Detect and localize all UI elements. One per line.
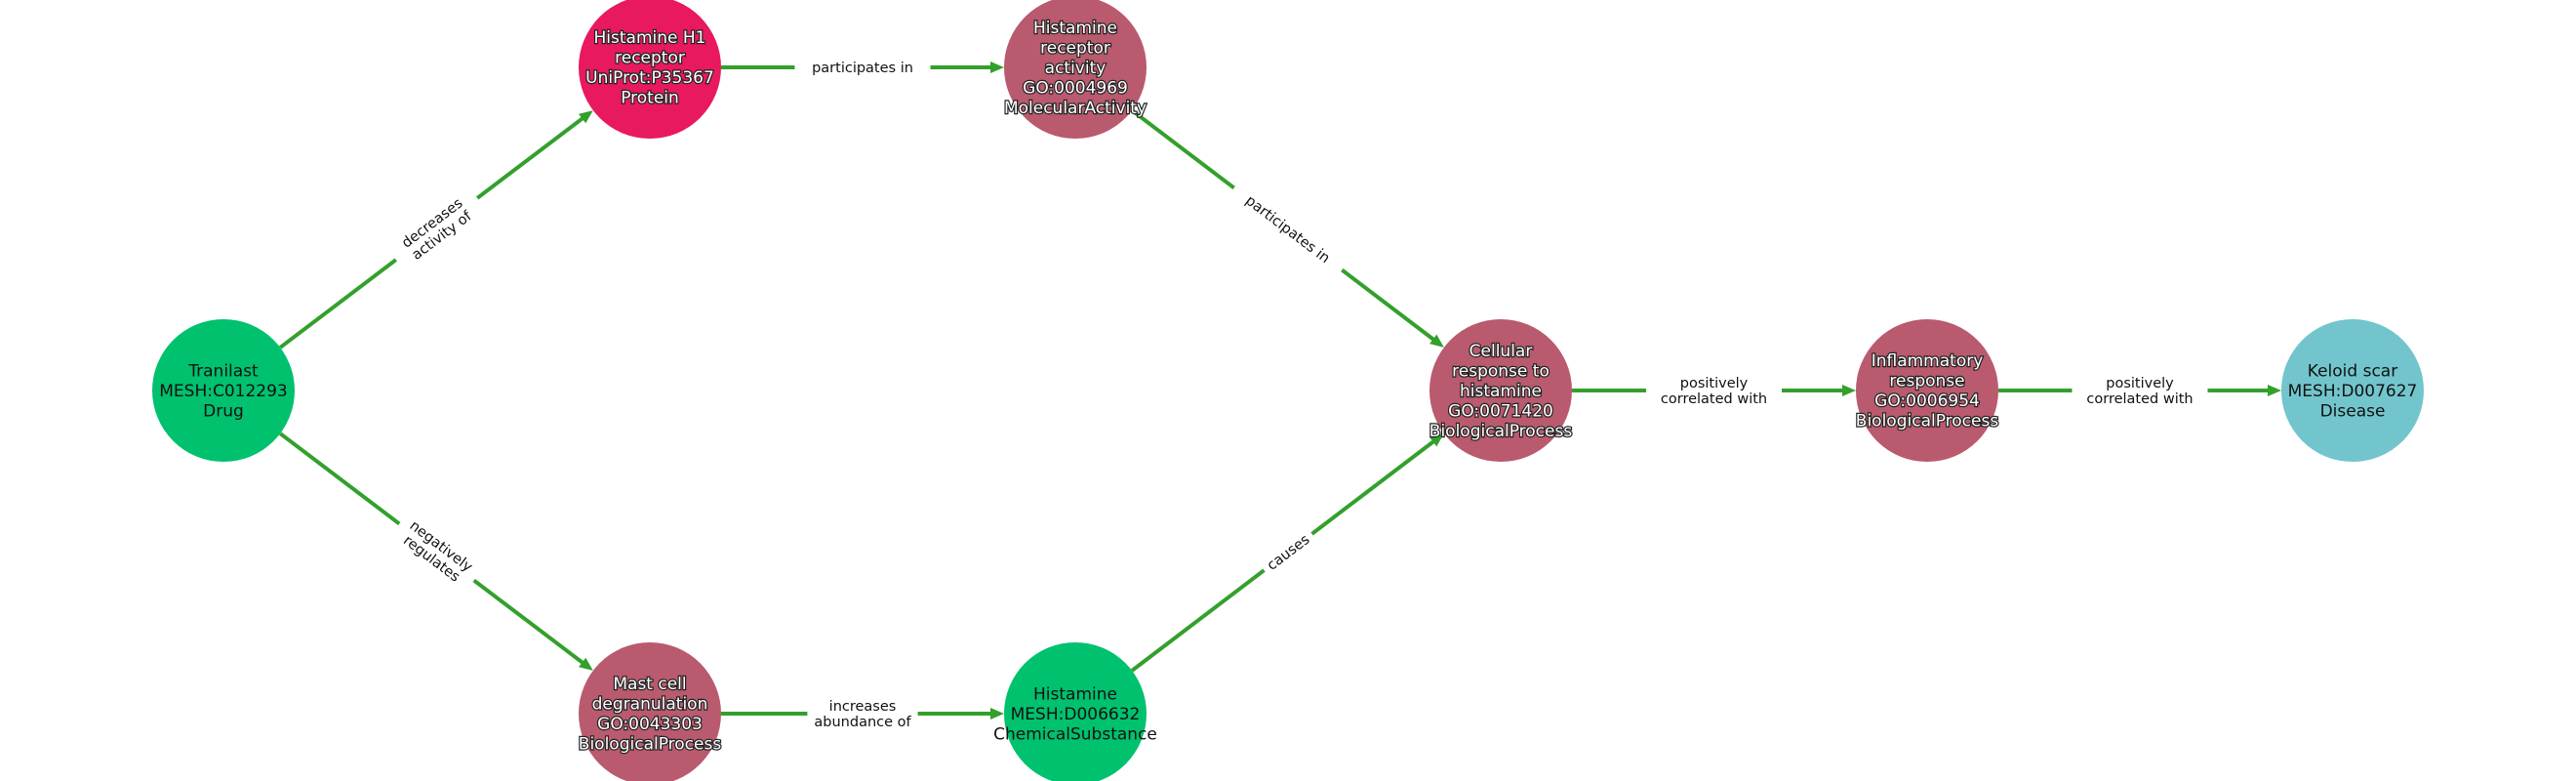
node-label-line: response	[1889, 372, 1964, 391]
edge-label-background	[387, 509, 486, 596]
edge-label-line: abundance of	[814, 715, 911, 730]
node-label-line: BiologicalProcess	[1856, 412, 1999, 432]
node-label-line: UniProt:P35367	[585, 68, 714, 88]
node-label-line: MESH:C012293	[159, 382, 287, 401]
node-circle	[2281, 319, 2424, 462]
arrow-head-icon	[579, 110, 593, 124]
edge-label-background	[2072, 372, 2208, 409]
node-label-line: receptor	[1040, 38, 1110, 58]
node-label-line: MESH:D007627	[2288, 382, 2418, 401]
node-h1_receptor: Histamine H1receptorUniProt:P35367Protei…	[579, 0, 721, 139]
arrow-head-icon	[2268, 385, 2281, 396]
edge-label-background	[1646, 372, 1782, 409]
node-label-line: Histamine	[1033, 684, 1117, 704]
node-inflammatory: InflammatoryresponseGO:0006954Biological…	[1855, 319, 2000, 462]
node-mast_cell: Mast celldegranulationGO:0043303Biologic…	[578, 642, 723, 781]
edge-label-line: participates in	[1242, 193, 1332, 267]
node-label-line: GO:0006954	[1874, 391, 1980, 411]
node-label-line: receptor	[615, 49, 685, 68]
edge-label-line: correlated with	[2086, 391, 2193, 407]
node-label-line: Keloid scar	[2308, 361, 2397, 381]
node-circle	[1856, 319, 1998, 462]
node-label-line: Inflammatory	[1872, 351, 1984, 371]
edge-label-line: correlated with	[1661, 391, 1767, 407]
node-circle	[579, 642, 721, 781]
node-h1_activity: HistaminereceptoractivityGO:0004969Molec…	[1003, 0, 1147, 139]
arrow-head-icon	[1429, 334, 1444, 348]
node-label-line: activity	[1045, 59, 1107, 78]
node-circle	[1429, 319, 1572, 462]
edge-label: participates in	[1227, 179, 1349, 279]
edge-label-background	[1227, 179, 1349, 279]
arrow-head-icon	[990, 708, 1004, 719]
arrow-head-icon	[990, 62, 1004, 73]
node-label-line: BiologicalProcess	[1429, 422, 1573, 441]
node-label-line: GO:0043303	[597, 715, 703, 734]
edge-label-background	[794, 57, 931, 78]
node-label-line: GO:0004969	[1023, 78, 1128, 98]
node-label-line: degranulation	[592, 695, 708, 715]
edge-label-background	[1257, 525, 1319, 579]
edge-label-line: positively	[1680, 376, 1749, 391]
node-label-line: Disease	[2320, 401, 2386, 421]
node-label-line: ChemicalSubstance	[993, 724, 1157, 744]
node-label-line: BiologicalProcess	[579, 735, 722, 755]
node-label-line: MolecularActivity	[1004, 99, 1147, 118]
arrow-head-icon	[1842, 385, 1856, 396]
node-label-line: MESH:D006632	[1011, 705, 1141, 724]
node-label-line: histamine	[1460, 382, 1542, 401]
node-label-line: Mast cell	[613, 675, 686, 694]
arrow-head-icon	[1429, 433, 1444, 447]
node-circle	[579, 0, 721, 139]
node-label-line: Cellular	[1469, 342, 1533, 361]
edge-label-background	[384, 183, 489, 275]
edge-label-line: increases	[829, 699, 897, 715]
node-circle	[152, 319, 295, 462]
node-circle	[1004, 642, 1147, 781]
edge-label: participates in	[794, 57, 931, 78]
node-label-line: Tranilast	[187, 361, 259, 381]
edge-label-line: positively	[2106, 376, 2174, 391]
node-label-line: Histamine H1	[594, 28, 706, 48]
node-label-line: Histamine	[1033, 19, 1117, 38]
edge-label: causes	[1257, 525, 1319, 579]
arrow-head-icon	[579, 657, 593, 671]
edge-label-line: participates in	[812, 61, 913, 76]
node-label-line: Drug	[203, 401, 244, 421]
edge-label-background	[807, 695, 918, 732]
node-label-line: GO:0071420	[1448, 401, 1553, 421]
node-label-line: response to	[1452, 361, 1550, 381]
node-circle	[1004, 0, 1147, 139]
node-label-line: Protein	[621, 89, 679, 108]
